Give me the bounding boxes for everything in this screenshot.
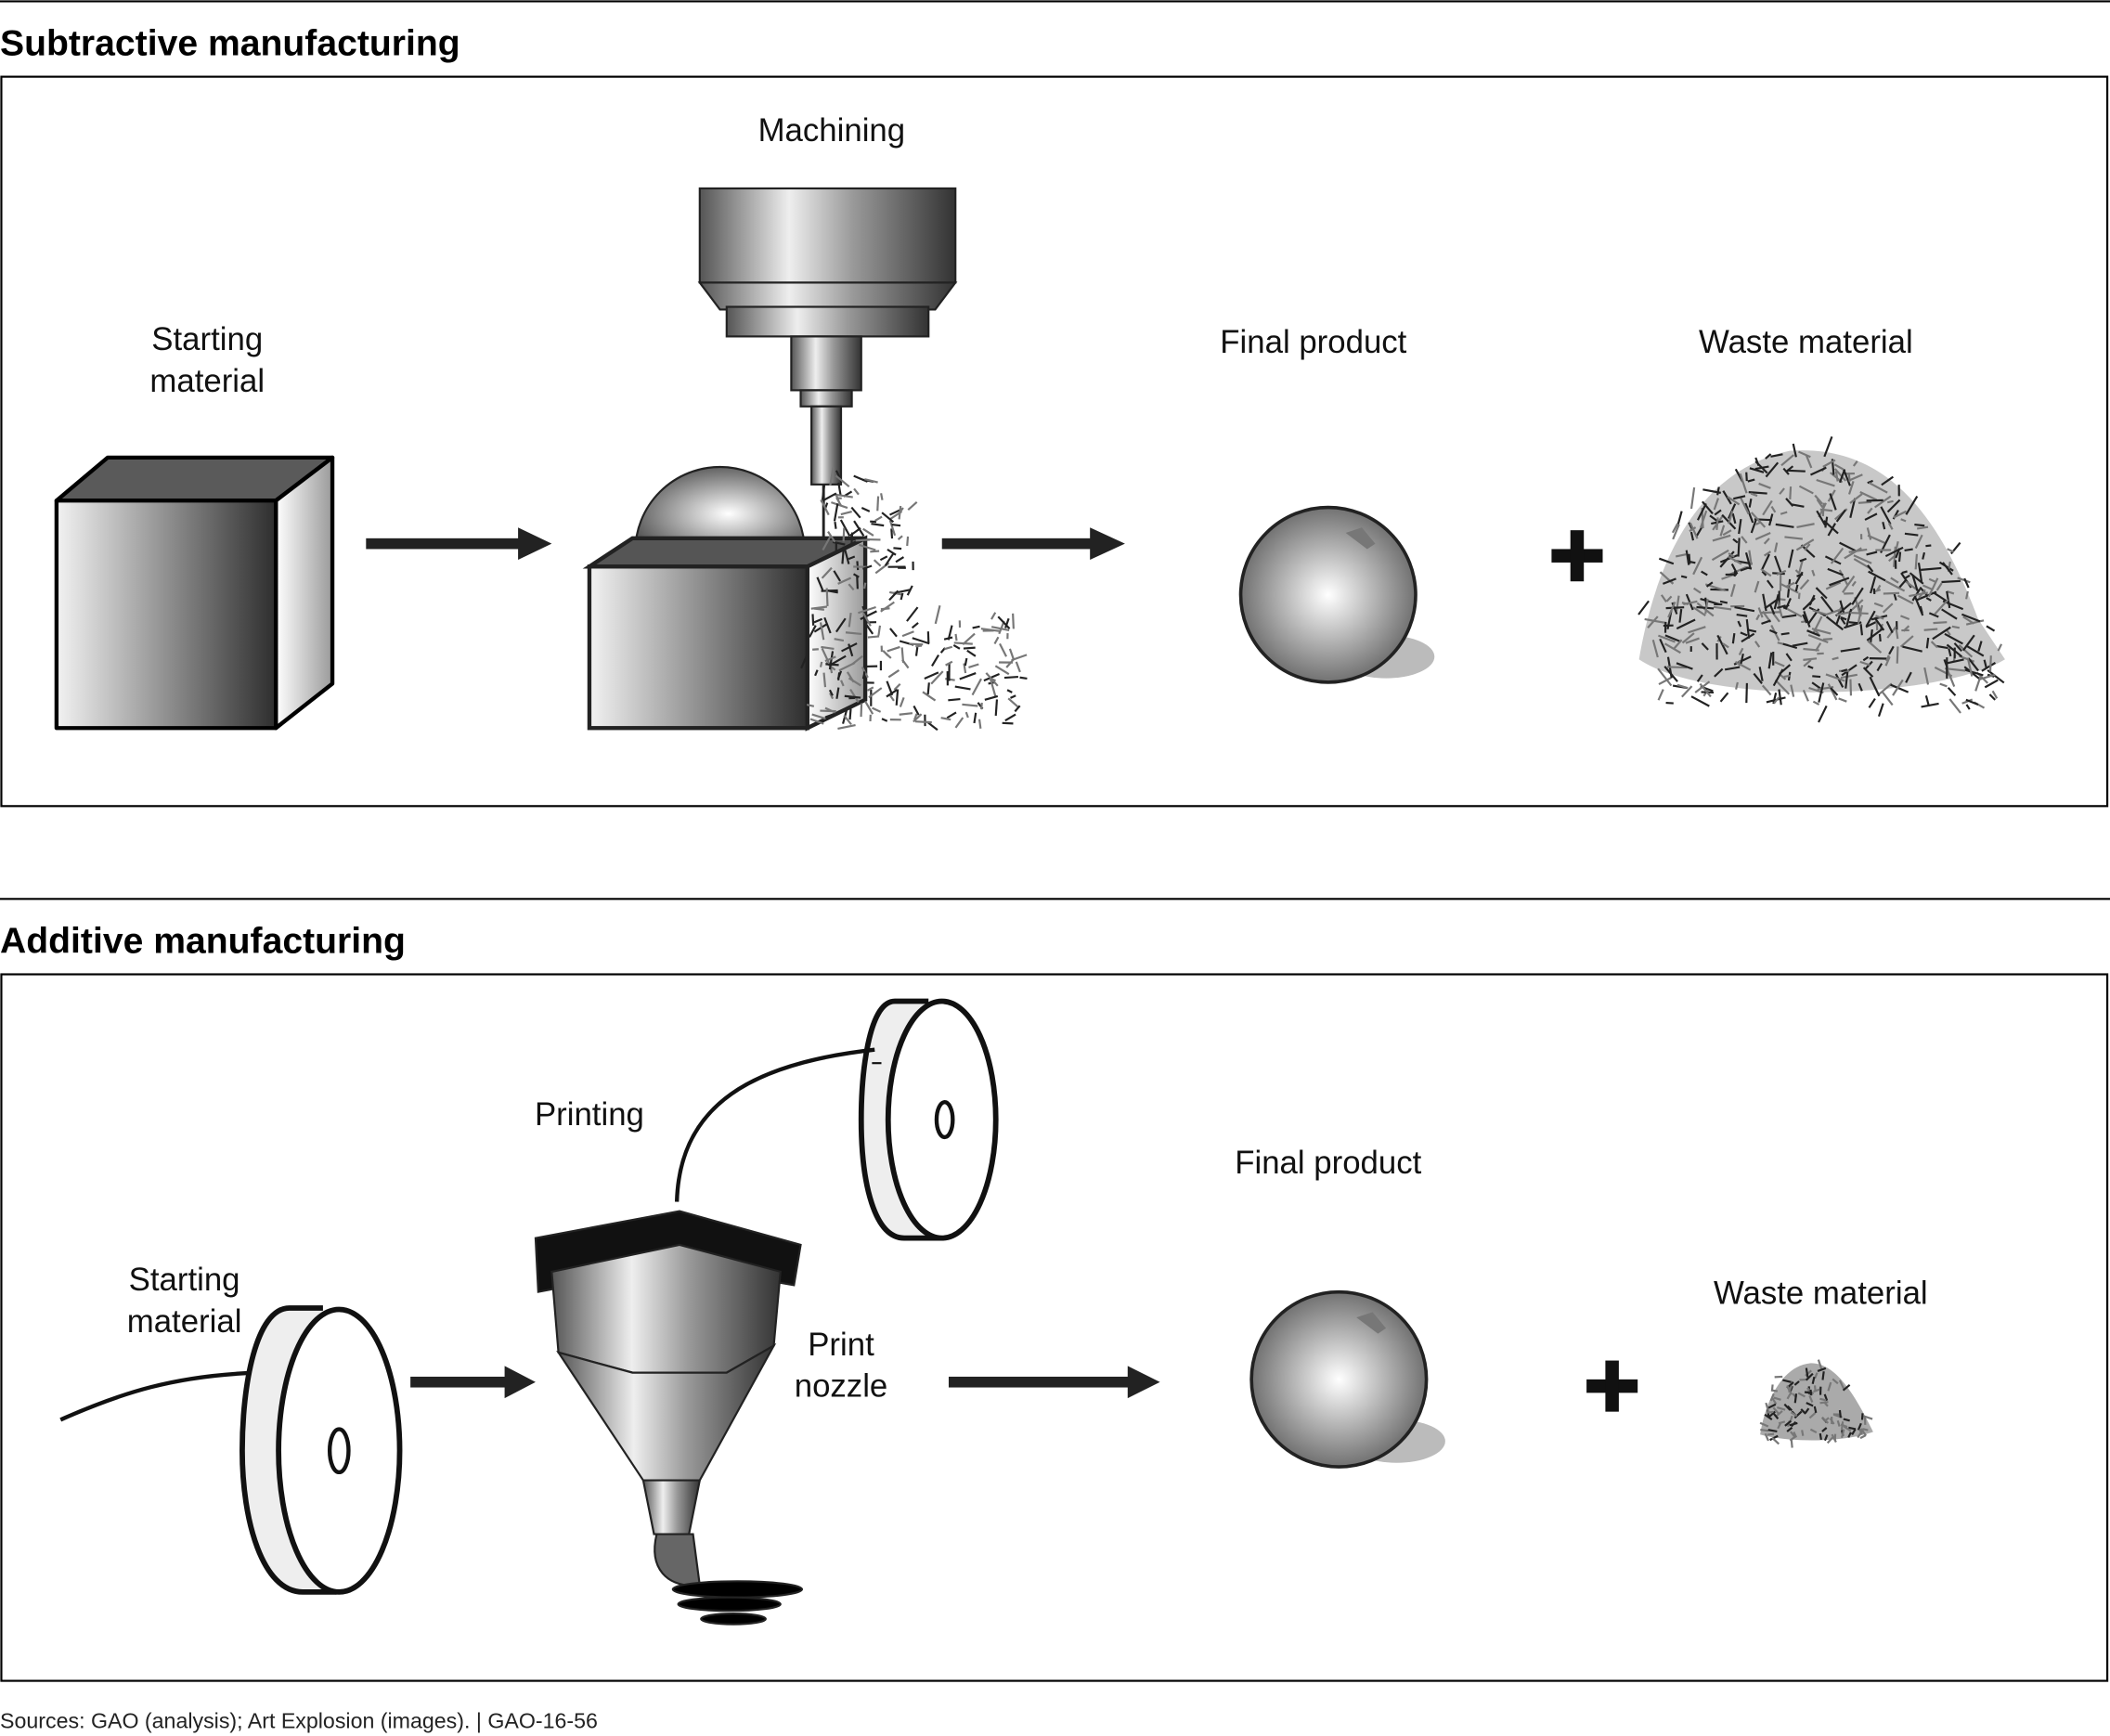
subtractive-process-label: Machining [758, 113, 906, 149]
machining-chips-icon [800, 467, 1028, 732]
filament-spool-top-icon [674, 998, 999, 1241]
additive-process-label: Printing [535, 1097, 644, 1133]
waste-pile-small-icon [1759, 1359, 1873, 1448]
plus-icon [1551, 530, 1603, 582]
subtractive-title: Subtractive manufacturing [0, 23, 460, 63]
additive-title: Additive manufacturing [0, 921, 406, 961]
print-nozzle-label-2: nozzle [795, 1369, 888, 1405]
source-note: Sources: GAO (analysis); Art Explosion (… [0, 1708, 598, 1732]
arrow-icon [941, 527, 1125, 561]
subtractive-final-label: Final product [1220, 325, 1406, 360]
additive-panel [0, 973, 2109, 1682]
additive-waste-label: Waste material [1714, 1276, 1928, 1312]
waste-pile-large-icon [1638, 436, 2005, 723]
arrow-icon [366, 527, 552, 561]
additive-starting-label-2: material [127, 1304, 242, 1340]
additive-final-label: Final product [1235, 1146, 1421, 1181]
subtractive-starting-label: Starting [151, 322, 263, 357]
subtractive-starting-label-2: material [149, 364, 265, 399]
plus-icon [1586, 1360, 1638, 1412]
arrow-icon [410, 1366, 536, 1399]
machining-icon [582, 187, 958, 732]
filament-spool-left-icon [59, 1305, 403, 1595]
final-product-sphere-icon [1238, 505, 1435, 684]
starting-block-icon [54, 455, 335, 731]
print-nozzle-icon [534, 1210, 804, 1626]
arrow-icon [948, 1366, 1160, 1399]
subtractive-waste-label: Waste material [1699, 325, 1913, 360]
subtractive-panel [0, 75, 2109, 808]
print-nozzle-label: Print [808, 1328, 874, 1363]
final-product-sphere-icon [1249, 1289, 1445, 1469]
additive-starting-label: Starting [129, 1263, 240, 1298]
